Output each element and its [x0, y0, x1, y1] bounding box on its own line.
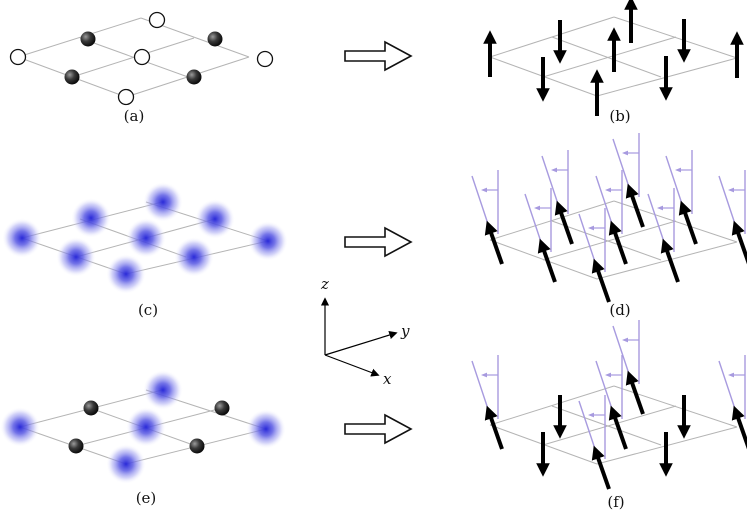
filled-sites: [64, 31, 223, 85]
tilt-guide-line: [647, 193, 667, 249]
filled-site: [64, 69, 80, 85]
tilted-spin: [471, 170, 504, 265]
coordinate-axes: z y x: [320, 275, 410, 388]
panel-label-e: (e): [136, 489, 157, 507]
panel-c: (c): [2, 182, 288, 319]
tilt-guide-line: [665, 155, 685, 211]
charge-cloud: [2, 218, 42, 258]
tilt-guide-line: [471, 175, 491, 231]
charge-cloud: [56, 237, 96, 277]
filled-site: [189, 438, 205, 454]
tilted-spin-arrow: [625, 183, 645, 228]
charge-cloud: [126, 407, 166, 447]
y-axis: [324, 330, 398, 356]
charge-cloud: [0, 407, 40, 447]
charge-cloud: [71, 198, 111, 238]
tilted-spin: [578, 395, 611, 490]
tilted-spin-arrow: [678, 200, 698, 245]
panel-label-a: (a): [124, 107, 145, 125]
tilted-spin-arrow: [660, 238, 680, 283]
tilt-guide-line: [471, 360, 491, 416]
tilt-guide-line: [578, 213, 598, 269]
tilted-spin: [647, 188, 680, 283]
tilted-spin: [578, 208, 611, 303]
tilted-spin-arrow: [625, 370, 645, 415]
tilted-spin-arrow: [608, 220, 628, 265]
charge-cloud: [248, 221, 288, 261]
panel-label-b: (b): [609, 107, 630, 125]
tilted-spin: [471, 355, 504, 450]
tilted-spin: [595, 355, 628, 450]
charge-cloud: [106, 254, 146, 294]
open-sites: [9, 11, 274, 106]
tilted-spin-arrow: [537, 238, 557, 283]
tilted-spin-arrow: [608, 405, 628, 450]
tilted-spin: [718, 170, 747, 265]
panel-e: (e): [0, 370, 286, 507]
tilted-spin: [612, 133, 645, 228]
x-axis: [324, 354, 380, 377]
filled-site: [80, 31, 96, 47]
y-axis-label: y: [400, 322, 410, 340]
open-site: [9, 48, 27, 66]
z-axis-label: z: [320, 275, 329, 293]
tilted-spin-arrow: [484, 405, 504, 450]
tilted-spin: [665, 150, 698, 245]
tilted-spins: [471, 320, 747, 490]
tilted-spin-arrow: [591, 445, 611, 490]
transform-arrows: [344, 40, 413, 445]
filled-site: [186, 69, 202, 85]
tilted-spins: [471, 133, 747, 303]
charge-cloud: [143, 370, 183, 410]
panel-b: (b): [483, 0, 744, 125]
tilted-spin-arrow: [484, 220, 504, 265]
tilted-spin-arrow: [554, 200, 574, 245]
tilt-guide-line: [524, 193, 544, 249]
local-spins: [536, 395, 691, 477]
charge-cloud: [195, 199, 235, 239]
open-site: [256, 50, 274, 68]
charge-clouds: [2, 182, 288, 294]
x-axis-label: x: [383, 370, 392, 388]
lattice-grid: [17, 17, 250, 98]
filled-site: [68, 438, 84, 454]
panel-a: (a): [9, 11, 274, 125]
transform-arrow-icon: [344, 226, 413, 258]
charge-cloud: [143, 182, 183, 222]
charge-cloud: [106, 444, 146, 484]
charge-cloud: [126, 218, 166, 258]
panel-label-d: (d): [609, 301, 630, 319]
tilted-spin: [524, 188, 557, 283]
transform-arrow-icon: [344, 40, 413, 72]
panel-label-c: (c): [138, 301, 158, 319]
lattice-grid: [489, 385, 738, 465]
transform-arrow-icon: [344, 413, 413, 445]
open-site: [148, 11, 166, 29]
tilted-spin: [612, 320, 645, 415]
filled-sites: [68, 400, 230, 454]
charge-cloud: [174, 237, 214, 277]
tilt-guide-line: [718, 175, 738, 231]
tilt-guide-line: [578, 400, 598, 456]
filled-site: [214, 400, 230, 416]
tilt-guide-line: [718, 360, 738, 416]
panel-d: (d): [471, 133, 747, 319]
local-spins: [483, 0, 744, 116]
tilted-spin-arrow: [591, 258, 611, 303]
tilted-spin: [595, 170, 628, 265]
panel-f: (f): [471, 320, 747, 511]
tilted-spin: [541, 150, 574, 245]
open-site: [133, 48, 151, 66]
open-site: [117, 88, 135, 106]
filled-site: [207, 31, 223, 47]
panel-label-f: (f): [607, 493, 624, 511]
filled-site: [83, 400, 99, 416]
tilted-spin: [718, 355, 747, 450]
lattice-grid: [489, 200, 738, 280]
charge-cloud: [246, 409, 286, 449]
charge-clouds: [0, 370, 286, 484]
